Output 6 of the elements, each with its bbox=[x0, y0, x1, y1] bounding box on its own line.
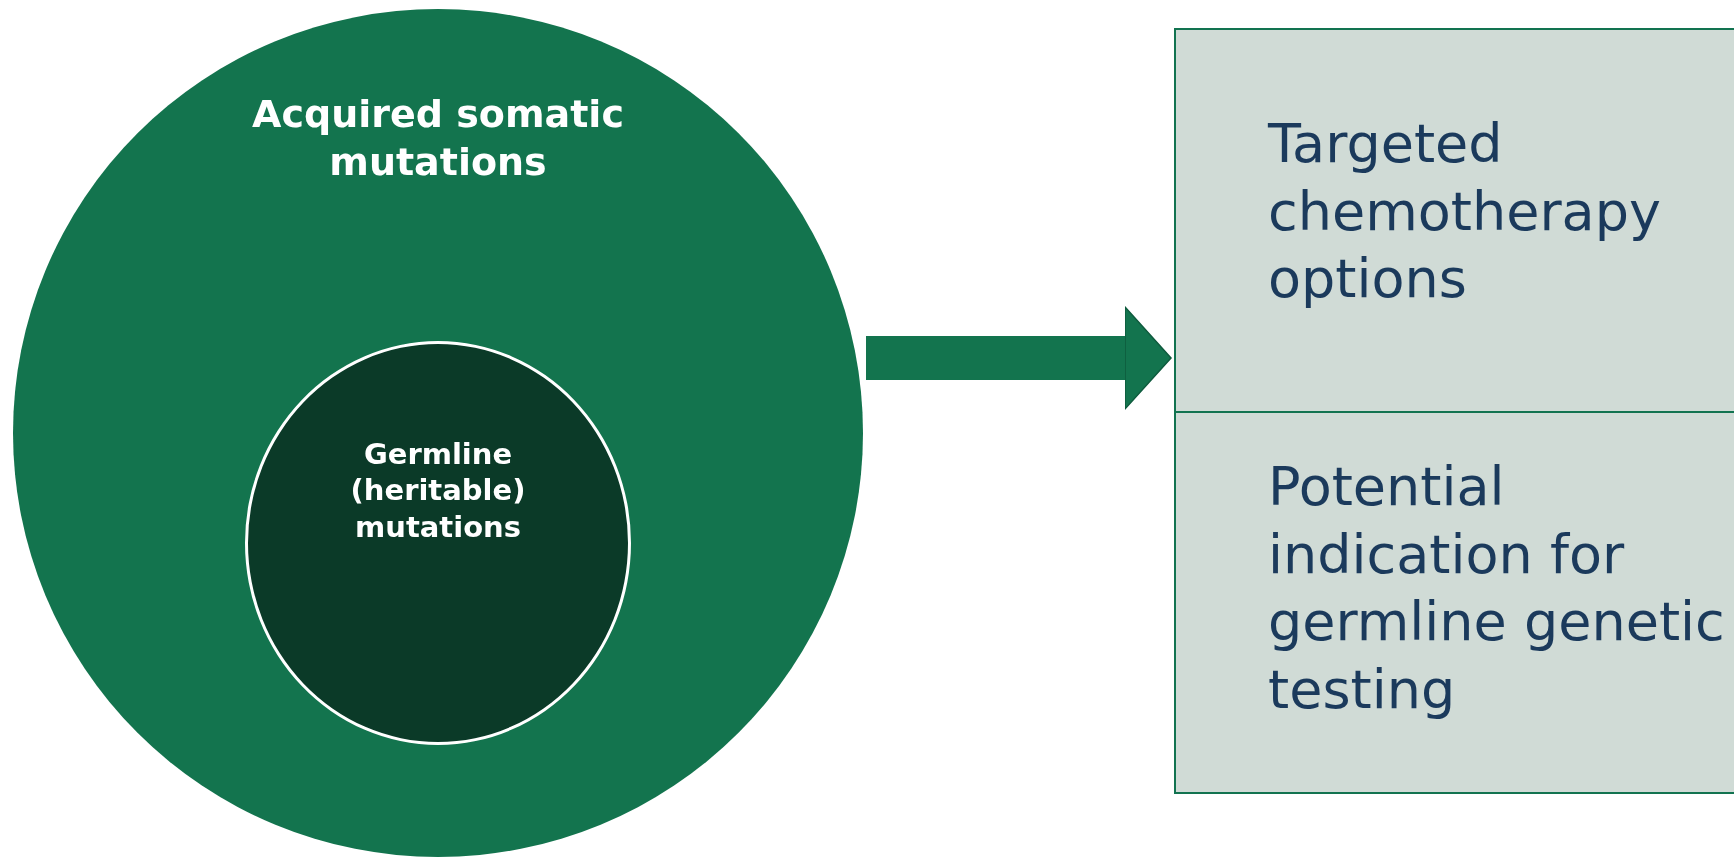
circle-label: Acquired somatic mutations bbox=[251, 91, 625, 186]
panel-box bbox=[1174, 28, 1734, 794]
circle-label: Germline (heritable) mutations bbox=[349, 436, 527, 545]
box-label: Potential indication for germline genetic testing bbox=[1268, 454, 1726, 723]
box-label: Targeted chemotherapy options bbox=[1268, 111, 1662, 312]
block-arrow bbox=[866, 306, 1172, 410]
